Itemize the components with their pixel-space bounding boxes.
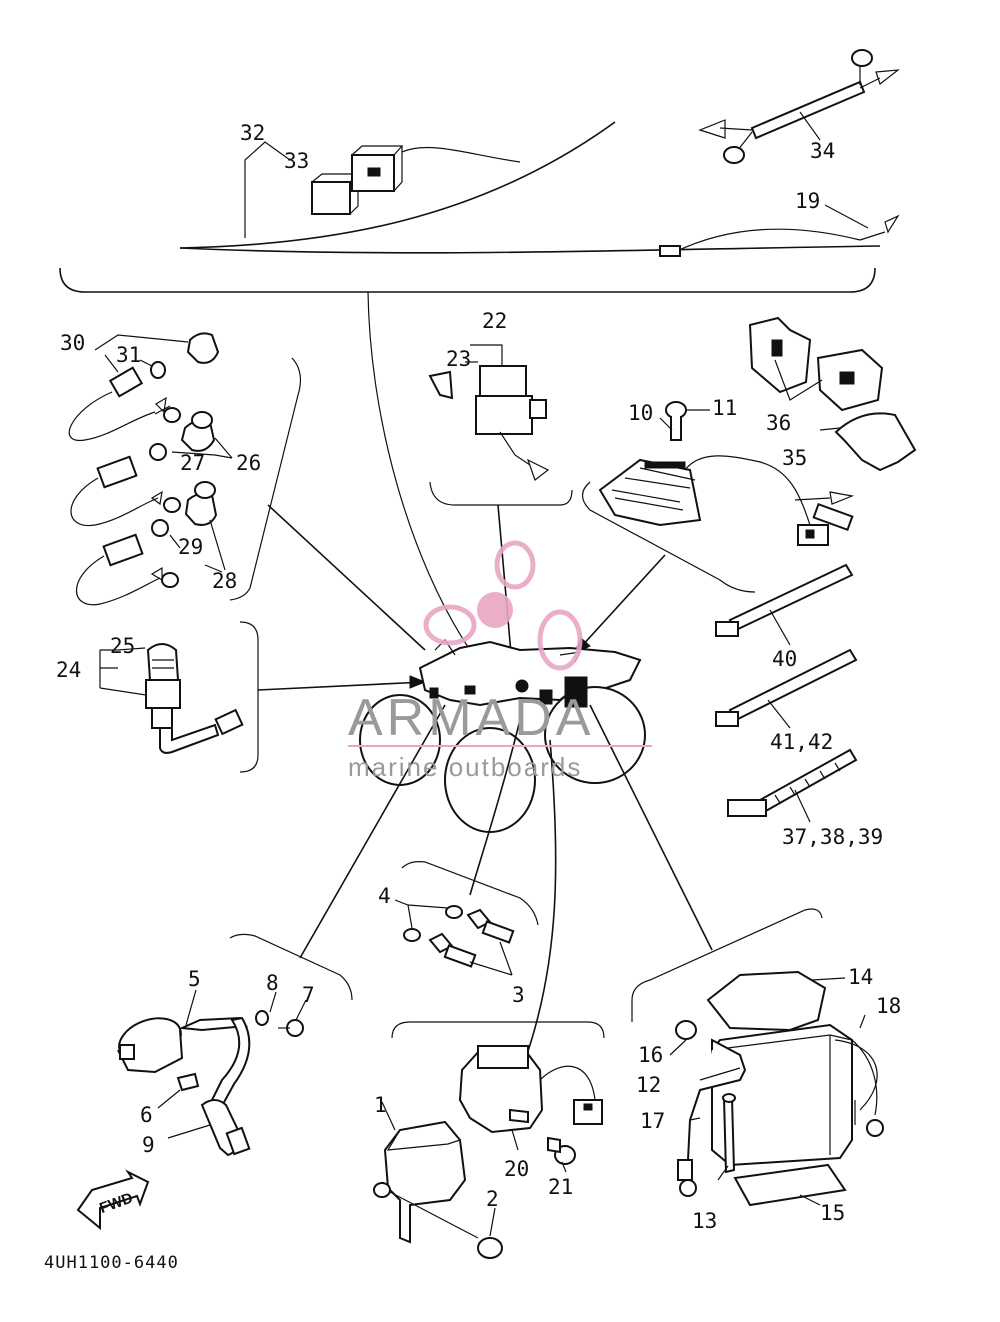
callout-11: 11 — [712, 396, 737, 420]
callout-31: 31 — [116, 343, 141, 367]
leader-cdi — [524, 739, 557, 1061]
cable-tie-group — [715, 563, 858, 823]
callout-1: 1 — [374, 1093, 387, 1117]
callout-15: 15 — [820, 1201, 845, 1225]
callout-10: 10 — [628, 401, 653, 425]
callout-33: 33 — [284, 149, 309, 173]
cdi-group — [373, 1021, 605, 1259]
callout-17: 17 — [640, 1109, 665, 1133]
callout-5: 5 — [188, 967, 201, 991]
callout-18: 18 — [876, 994, 901, 1018]
callout-27: 27 — [180, 451, 205, 475]
switch-group — [99, 621, 427, 773]
rectifier-group — [572, 316, 917, 656]
hull-group — [59, 49, 900, 651]
callout-7: 7 — [302, 983, 315, 1007]
callout-40: 40 — [772, 647, 797, 671]
callout-9: 9 — [142, 1133, 155, 1157]
callout-4: 4 — [378, 884, 391, 908]
callout-25: 25 — [110, 634, 135, 658]
callout-14: 14 — [848, 965, 873, 989]
diagram-code: 4UH1100-6440 — [44, 1253, 179, 1273]
callout-3: 3 — [512, 983, 525, 1007]
callout-24: 24 — [56, 658, 81, 682]
watermark: ARMADA marine outboards — [348, 540, 652, 782]
callout-36: 36 — [766, 411, 791, 435]
callout-20: 20 — [504, 1157, 529, 1181]
callout-30: 30 — [60, 331, 85, 355]
watermark-brand: ARMADA — [348, 689, 594, 747]
watermark-tagline: marine outboards — [348, 752, 582, 782]
battery-group — [631, 908, 884, 1207]
callout-37-38-39: 37,38,39 — [782, 825, 883, 849]
callout-2: 2 — [486, 1187, 499, 1211]
callout-28: 28 — [212, 569, 237, 593]
callout-26: 26 — [236, 451, 261, 475]
callout-41-42: 41,42 — [770, 730, 833, 754]
leader-ignition — [299, 704, 446, 959]
callout-35: 35 — [782, 446, 807, 470]
callout-22: 22 — [482, 309, 507, 333]
callout-34: 34 — [810, 139, 835, 163]
spark-plug-group — [394, 861, 539, 976]
propeller-logo — [423, 540, 583, 671]
callout-19: 19 — [795, 189, 820, 213]
sensor-group — [68, 332, 302, 606]
callout-12: 12 — [636, 1073, 661, 1097]
callout-labels: 32 33 34 19 30 31 27 26 29 28 22 23 10 1… — [56, 121, 901, 1233]
callout-29: 29 — [178, 535, 203, 559]
callout-23: 23 — [446, 347, 471, 371]
leader-plugs — [469, 719, 521, 896]
leader-battery — [589, 704, 713, 951]
callout-21: 21 — [548, 1175, 573, 1199]
fwd-arrow: FWD — [76, 1169, 150, 1231]
ignition-coil-group — [117, 933, 353, 1157]
callout-32: 32 — [240, 121, 265, 145]
callout-6: 6 — [140, 1103, 153, 1127]
callout-16: 16 — [638, 1043, 663, 1067]
callout-13: 13 — [692, 1209, 717, 1233]
leader-sensors — [267, 504, 426, 651]
watercraft-outline — [359, 639, 646, 833]
callout-8: 8 — [266, 971, 279, 995]
